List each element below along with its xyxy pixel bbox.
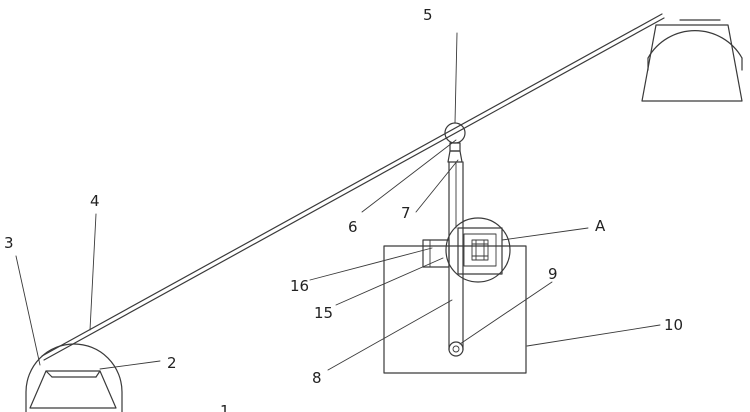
base-box — [383, 245, 527, 374]
label-8: 8 — [312, 369, 322, 387]
label-1: 1 — [220, 402, 230, 412]
label-2: 2 — [167, 354, 177, 372]
label-15: 15 — [314, 304, 333, 322]
arm-pivot — [448, 341, 464, 357]
label-5: 5 — [423, 6, 433, 24]
detail-circle-a — [445, 217, 511, 283]
label-16: 16 — [290, 277, 309, 295]
label-7: 7 — [401, 204, 411, 222]
right-pulley — [641, 19, 743, 102]
connector-neck — [447, 142, 463, 163]
label-9: 9 — [548, 265, 558, 283]
left-pulley — [25, 343, 123, 412]
label-3: 3 — [4, 234, 14, 252]
side-connector — [422, 239, 450, 268]
label-10: 10 — [664, 316, 683, 334]
label-4: 4 — [90, 192, 100, 210]
vertical-arm — [448, 161, 464, 351]
cable — [41, 13, 665, 361]
leader-lines — [15, 32, 661, 371]
label-6: 6 — [348, 218, 358, 236]
label-a: A — [595, 217, 606, 235]
